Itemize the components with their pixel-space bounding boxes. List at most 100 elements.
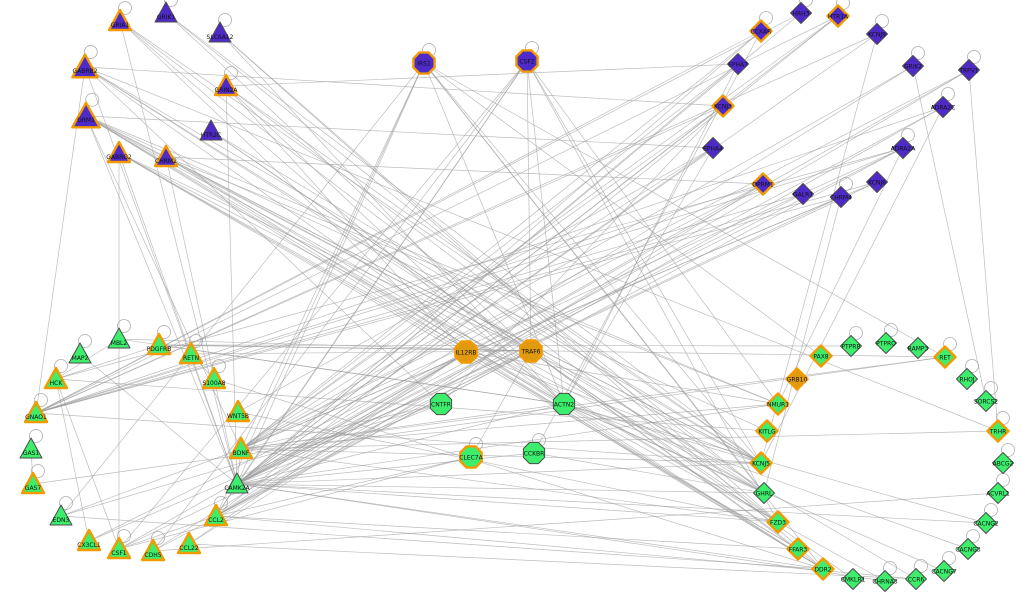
node-PDGFRB[interactable] [146, 332, 172, 356]
node-ABCG2[interactable] [992, 452, 1014, 474]
self-loop [849, 326, 863, 340]
node-GRIK1[interactable] [154, 1, 178, 23]
node-CSF2[interactable] [515, 49, 539, 73]
node-GRB10[interactable] [785, 367, 809, 391]
edge [215, 515, 917, 580]
node-GABRG2[interactable] [106, 140, 132, 164]
node-CSF1[interactable] [106, 536, 132, 560]
node-CDH5[interactable] [140, 538, 166, 562]
edge [84, 66, 565, 405]
edge [165, 156, 238, 485]
node-CHRM4[interactable] [830, 186, 852, 208]
node-CCL22[interactable] [176, 531, 202, 555]
node-CMKLR1[interactable] [842, 568, 864, 590]
node-HCK[interactable] [43, 366, 69, 390]
edge [118, 152, 765, 494]
node-GNAO1[interactable] [23, 400, 49, 424]
self-loop [164, 0, 178, 7]
edge [60, 403, 442, 517]
node-GHRL[interactable] [753, 482, 775, 504]
node-TRAF6[interactable] [519, 339, 543, 363]
edge [118, 152, 467, 353]
edge [225, 63, 739, 87]
edge [84, 66, 762, 464]
node-ACVRL1[interactable] [987, 482, 1009, 504]
node-GRIK2[interactable] [902, 55, 924, 77]
node-BDNF[interactable] [228, 436, 254, 460]
node-CCKBR[interactable] [522, 441, 546, 465]
node-KCNJ3[interactable] [711, 94, 735, 118]
node-OPRM1[interactable] [751, 172, 775, 196]
node-HTR1A[interactable] [826, 4, 850, 28]
node-GRIN2A[interactable] [213, 73, 239, 97]
node-SORCS2[interactable] [975, 390, 997, 412]
node-CACNG2[interactable] [975, 512, 997, 534]
node-PAX8[interactable] [809, 344, 833, 368]
self-loop [914, 559, 928, 573]
node-KCNJ9[interactable] [866, 23, 888, 45]
node-CX3CL1[interactable] [76, 528, 102, 552]
node-IL12RB[interactable] [454, 340, 478, 364]
node-CACNG3[interactable] [957, 538, 979, 560]
node-TRHR[interactable] [986, 419, 1010, 443]
node-ADRA2C[interactable] [932, 96, 954, 118]
edge [236, 183, 764, 485]
node-EDN3[interactable] [49, 504, 73, 526]
node-CCR6[interactable] [905, 568, 927, 590]
edge [35, 193, 804, 414]
node-RET[interactable] [933, 345, 957, 369]
node-RHOJ[interactable] [956, 368, 978, 390]
node-RAMP3[interactable] [907, 337, 929, 359]
self-loop [117, 319, 131, 333]
node-KCNJ6[interactable] [866, 171, 888, 193]
node-CCKAR[interactable] [749, 19, 773, 43]
node-EPHA7[interactable] [727, 53, 749, 75]
node-CAMK2A[interactable] [225, 472, 249, 494]
node-S100A8[interactable] [201, 366, 227, 390]
node-GALR1[interactable] [792, 183, 814, 205]
edge [240, 69, 970, 450]
node-CLEC7A[interactable] [459, 445, 483, 469]
self-loop [59, 496, 73, 510]
node-IRS1[interactable] [412, 51, 436, 75]
node-ACTN2[interactable] [552, 392, 576, 416]
node-WNT5B[interactable] [225, 399, 251, 423]
self-loop [839, 177, 853, 191]
node-FFAR3[interactable] [786, 537, 810, 561]
node-DDR2[interactable] [811, 557, 835, 581]
node-GRM1[interactable] [71, 101, 102, 129]
node-GAS1[interactable] [19, 437, 43, 459]
node-GRIA1[interactable] [107, 8, 133, 32]
edge [215, 515, 799, 550]
node-NMUR1[interactable] [766, 392, 790, 416]
node-MAP2[interactable] [68, 342, 92, 364]
node-GAS7[interactable] [20, 471, 46, 495]
node-TRPV1[interactable] [958, 59, 980, 81]
edge [240, 356, 946, 450]
node-MBL2[interactable] [107, 327, 131, 349]
node-CCL2[interactable] [203, 503, 229, 527]
edge [236, 483, 886, 582]
node-CHRM2[interactable] [153, 144, 179, 168]
node-HRH3[interactable] [790, 2, 812, 24]
node-PTPRB[interactable] [840, 335, 862, 357]
node-SLC6A12[interactable] [208, 21, 232, 43]
edge [563, 403, 969, 550]
node-FZD3[interactable] [766, 510, 790, 534]
node-PTPRO[interactable] [875, 332, 897, 354]
node-GABRB2[interactable] [71, 53, 99, 79]
node-KITLG[interactable] [755, 419, 779, 443]
node-ADRA2A[interactable] [892, 137, 914, 159]
edge [236, 462, 762, 485]
node-HTR2C[interactable] [199, 119, 223, 141]
node-CACNG7[interactable] [933, 560, 955, 582]
node-EPHA4[interactable] [702, 137, 724, 159]
node-RETN[interactable] [178, 341, 204, 365]
node-KCNJ5[interactable] [749, 451, 773, 475]
edge [152, 60, 528, 552]
edge [240, 403, 565, 450]
node-CNTFR[interactable] [429, 392, 453, 416]
node-CHRNA3[interactable] [874, 570, 896, 592]
edge [240, 147, 714, 450]
